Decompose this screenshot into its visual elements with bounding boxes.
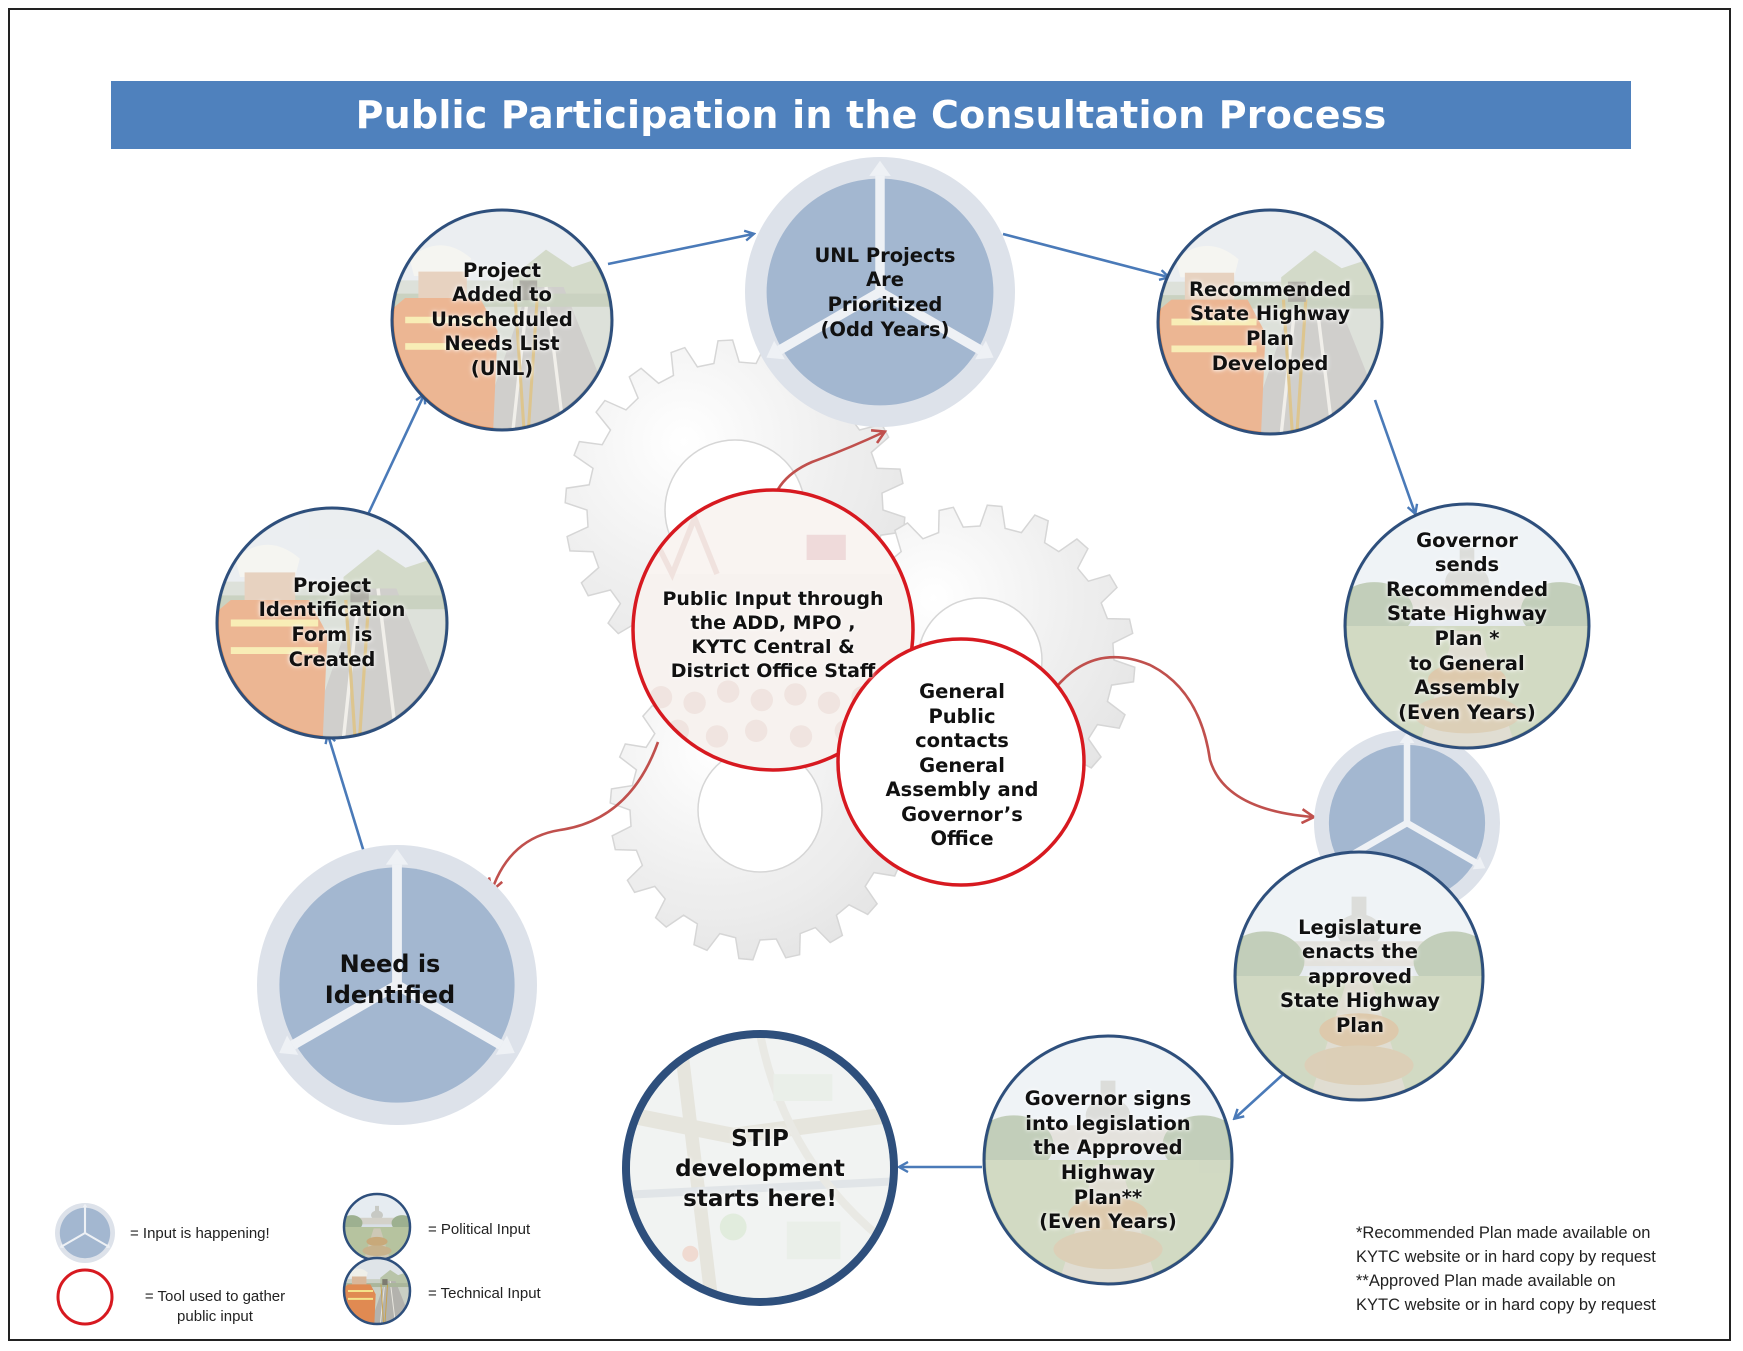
- footnote-line: KYTC website or in hard copy by request: [1356, 1295, 1656, 1314]
- footnote-line: *Recommended Plan made available on: [1356, 1224, 1651, 1242]
- recommended-plan-node: [1156, 208, 1384, 436]
- governor-signs-node: [982, 1034, 1234, 1286]
- legislature-node: [1233, 850, 1485, 1102]
- governor-signs-label: Governor signs into legislation the Appr…: [1024, 1087, 1192, 1234]
- title-banner: Public Participation in the Consultation…: [111, 81, 1631, 149]
- unl-added-label: Project Added to Unscheduled Needs List …: [431, 258, 573, 380]
- unl-added-node: [390, 208, 614, 432]
- arrow-legislature-to-signs: [1235, 1067, 1291, 1118]
- tool-circles: [56, 488, 1086, 1326]
- input-wheel-icon: [257, 845, 537, 1125]
- legend-political-label: = Political Input: [428, 1221, 531, 1238]
- arrow-public-to-need: [492, 741, 660, 890]
- arrow-form-to-unl: [361, 395, 424, 526]
- political-legend-icon: [342, 1192, 412, 1262]
- general-public-label: General Public contacts General Assembly…: [885, 680, 1039, 851]
- arrow-prioritized-to-recommended: [1002, 232, 1168, 277]
- node-circles: [215, 208, 1591, 1326]
- photo-wash: [219, 212, 1587, 1298]
- project-form-label: Project Identification Form is Created: [258, 573, 406, 671]
- stip-label: STIP development starts here!: [675, 1126, 845, 1212]
- need-identified-label: Need is Identified: [324, 949, 456, 1009]
- recommended-plan-label: Recommended State Highway Plan Developed: [1188, 277, 1352, 375]
- unl-prioritized-label: UNL Projects Are Prioritized (Odd Years): [814, 243, 956, 341]
- public-input-label: Public Input through the ADD, MPO , KYTC…: [662, 588, 884, 682]
- legend-technical-label: = Technical Input: [428, 1285, 541, 1302]
- project-form-node: [215, 506, 449, 740]
- governor-sends-label: Governor sends Recommended State Highway…: [1385, 528, 1549, 724]
- legislature-label: Legislature enacts the approved State Hi…: [1280, 915, 1440, 1037]
- footnotes: *Recommended Plan made available on KYTC…: [1356, 1222, 1656, 1318]
- legend-input-label: = Input is happening!: [130, 1225, 270, 1242]
- governor-sends-node: [1343, 502, 1591, 750]
- input-wheel-icon: [745, 157, 1015, 427]
- input-wheel-icon: [55, 1203, 115, 1263]
- technical-legend-icon: [342, 1256, 412, 1326]
- arrow-unl-to-prioritized: [607, 234, 753, 266]
- arrow-need-to-form: [328, 735, 369, 863]
- footnote-line: **Approved Plan made available on: [1356, 1271, 1616, 1290]
- page-title: Public Participation in the Consultation…: [355, 93, 1387, 137]
- flow-arrows: [328, 234, 1415, 1167]
- legend-tool-label: = Tool used to gather public input: [144, 1288, 286, 1325]
- page-frame: [8, 8, 1731, 1341]
- stip-node: [622, 1030, 898, 1306]
- arrow-general-to-governor: [1048, 655, 1313, 817]
- tool-legend-icon: [56, 1268, 114, 1326]
- arrow-recommended-to-governor: [1373, 399, 1415, 513]
- public-input-node: [631, 488, 915, 772]
- general-public-node: [836, 637, 1086, 887]
- footnote-line: KYTC website or in hard copy by request: [1356, 1247, 1656, 1266]
